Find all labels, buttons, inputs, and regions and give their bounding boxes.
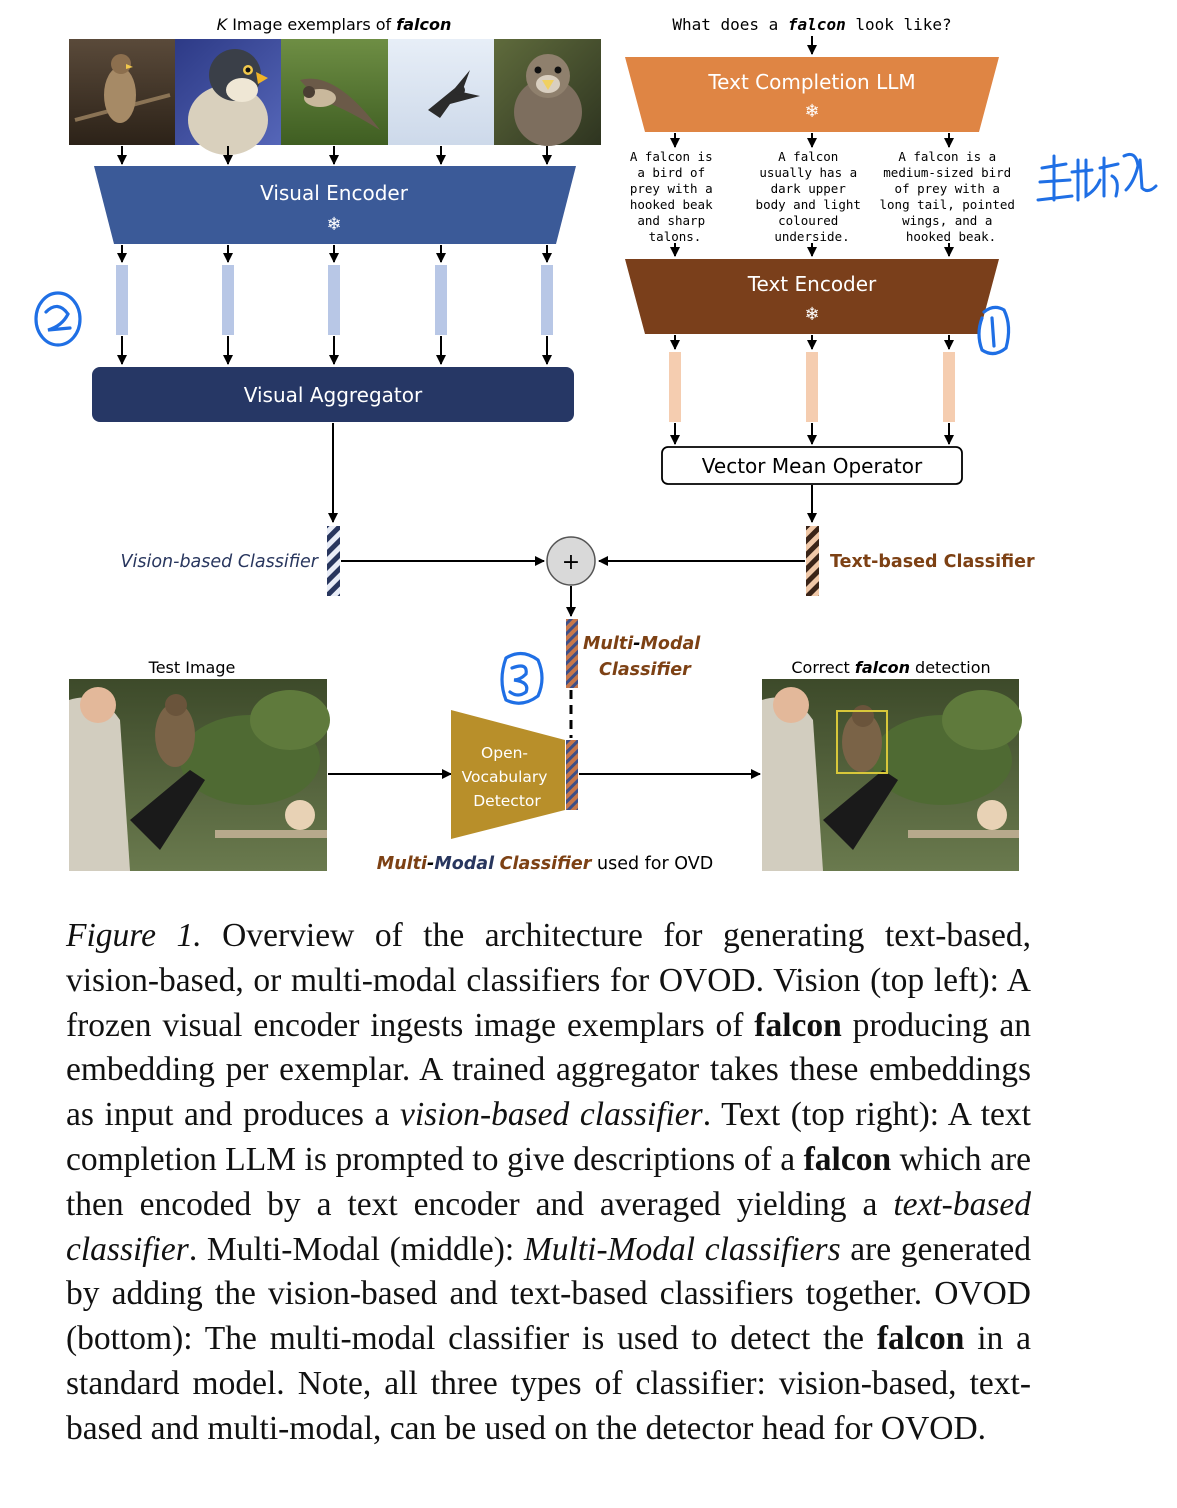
caption-figure-label: Figure 1. <box>66 917 202 954</box>
exemplars-object: falcon <box>396 15 451 34</box>
sum-operator: + <box>546 536 596 586</box>
caption-falcon: falcon <box>754 1006 842 1044</box>
vision-classifier-label: Vision-based Classifier <box>121 552 320 572</box>
caption-mm-term: Multi-Modal classifiers <box>523 1230 841 1268</box>
visual-aggregator-block: Visual Aggregator <box>92 367 574 422</box>
caption-vision-term: vision-based classifier <box>399 1096 703 1134</box>
visual-encoder-frozen-icon: ❄ <box>326 214 341 235</box>
llm-prompt-pre: What does a <box>672 15 788 34</box>
caption-text: in a standard model. Note, all three typ… <box>66 1320 1031 1447</box>
visual-embedding <box>541 265 553 335</box>
annotation-circle-2 <box>34 291 82 347</box>
text-completion-llm-block: Text Completion LLM ❄ <box>625 57 999 132</box>
visual-embeddings <box>116 265 553 335</box>
visual-embedding <box>222 265 234 335</box>
architecture-figure: K Image exemplars of falcon <box>34 15 1158 874</box>
caption-falcon: falcon <box>803 1140 892 1178</box>
text-embedding <box>943 352 955 422</box>
visual-embedding <box>116 265 128 335</box>
description-to-encoder-arrows <box>670 243 954 257</box>
caption-text: which are then encoded by a text encoder… <box>66 1140 1031 1223</box>
exemplar-image-1 <box>69 39 175 145</box>
caption-text: . Multi-Modal (middle): <box>188 1230 524 1268</box>
detection-label-object: falcon <box>855 658 910 677</box>
visual-embedding <box>328 265 340 335</box>
text-classifier-vector <box>806 526 819 596</box>
exemplars-k: K <box>217 15 229 34</box>
exemplars-title-text: Image exemplars of <box>227 15 396 34</box>
ovd-detector-block: Open- Vocabulary Detector <box>451 710 565 839</box>
caption-text: . Text (top right): A text completion LL… <box>66 1096 1031 1178</box>
visual-embedding <box>435 265 447 335</box>
mm-label-modal: Modal <box>641 634 702 654</box>
annotation-circle-1 <box>977 305 1011 356</box>
caption-text: Overview of the architecture for generat… <box>66 917 1031 1044</box>
ovd-label-modal: Modal <box>434 854 495 874</box>
vector-mean-operator-label: Vector Mean Operator <box>702 454 923 478</box>
mm-label-dash: - <box>633 634 640 654</box>
ovd-label-classifier: Classifier <box>500 854 593 874</box>
llm-prompt-object: falcon <box>788 15 846 34</box>
description-1: A falcon is a bird of prey with a hooked… <box>630 149 720 244</box>
detection-label: Correct falcon detection <box>791 658 990 677</box>
visual-encoder-block: Visual Encoder ❄ <box>94 166 576 244</box>
text-classifier-label: Text-based Classifier <box>830 552 1035 572</box>
mm-classifier-label-line2: Classifier <box>599 660 692 680</box>
ovd-label-dash: - <box>427 854 434 874</box>
embedding-to-mean-arrows <box>670 423 954 445</box>
encoder-to-embedding-arrows <box>117 245 552 263</box>
text-embedding <box>806 352 818 422</box>
sum-symbol: + <box>562 550 580 575</box>
mm-classifier-label: Multi-Modal <box>583 634 701 654</box>
detector-label: Open- Vocabulary Detector <box>462 744 553 810</box>
text-encoder-label: Text Encoder <box>747 272 877 296</box>
exemplar-image-3 <box>281 39 388 145</box>
detector-head-vector <box>566 740 578 810</box>
caption-text: are generated by adding the vision-based… <box>66 1230 1031 1358</box>
caption-text: producing an embedding per exemplar. A t… <box>66 1006 1031 1134</box>
vision-classifier-vector <box>327 526 340 596</box>
annotation-handwritten-note <box>1036 152 1158 202</box>
ovd-label-multi: Multi <box>377 854 428 874</box>
visual-aggregator-label: Visual Aggregator <box>244 383 423 407</box>
caption-falcon: falcon <box>876 1320 965 1358</box>
llm-frozen-icon: ❄ <box>804 101 819 122</box>
visual-encoder-label: Visual Encoder <box>260 181 409 205</box>
llm-prompt: What does a falcon look like? <box>672 15 951 34</box>
exemplars-title: K Image exemplars of falcon <box>217 15 452 34</box>
llm-prompt-post: look like? <box>846 15 952 34</box>
mm-classifier-vector <box>566 619 578 688</box>
test-image-label: Test Image <box>148 658 236 677</box>
text-encoder-to-embedding-arrows <box>670 335 954 350</box>
text-encoder-frozen-icon: ❄ <box>804 304 819 325</box>
caption-paragraph: Figure 1. Overview of the architecture f… <box>66 914 1031 1452</box>
vector-mean-operator-block: Vector Mean Operator <box>661 446 963 485</box>
test-image <box>69 679 330 871</box>
llm-to-description-arrows <box>670 133 954 148</box>
ovd-label: Multi-Modal Classifier used for OVD <box>377 854 713 874</box>
exemplar-image-2 <box>175 39 281 155</box>
mm-label-multi: Multi <box>583 634 634 654</box>
embedding-to-aggregator-arrows <box>117 336 552 365</box>
detection-bounding-box <box>836 710 888 774</box>
detection-label-post: detection <box>910 658 991 677</box>
detection-label-pre: Correct <box>791 658 854 677</box>
figure-caption: Figure 1. Overview of the architecture f… <box>66 914 1031 1452</box>
caption-text-term: text-based classifier <box>66 1185 1031 1268</box>
exemplar-image-5 <box>494 39 601 146</box>
annotation-circle-3 <box>500 651 544 705</box>
description-2: A falcon usually has a dark upper body a… <box>756 149 869 244</box>
llm-descriptions: A falcon is a bird of prey with a hooked… <box>630 149 1023 244</box>
detection-image <box>762 679 1022 871</box>
description-3: A falcon is a medium-sized bird of prey … <box>880 149 1023 244</box>
image-to-encoder-arrows <box>117 146 552 165</box>
text-encoder-block: Text Encoder ❄ <box>625 259 999 334</box>
ovd-label-post: used for OVD <box>591 854 713 874</box>
text-embeddings <box>669 352 955 422</box>
llm-label: Text Completion LLM <box>707 70 915 94</box>
exemplar-image-4 <box>388 39 494 145</box>
text-embedding <box>669 352 681 422</box>
